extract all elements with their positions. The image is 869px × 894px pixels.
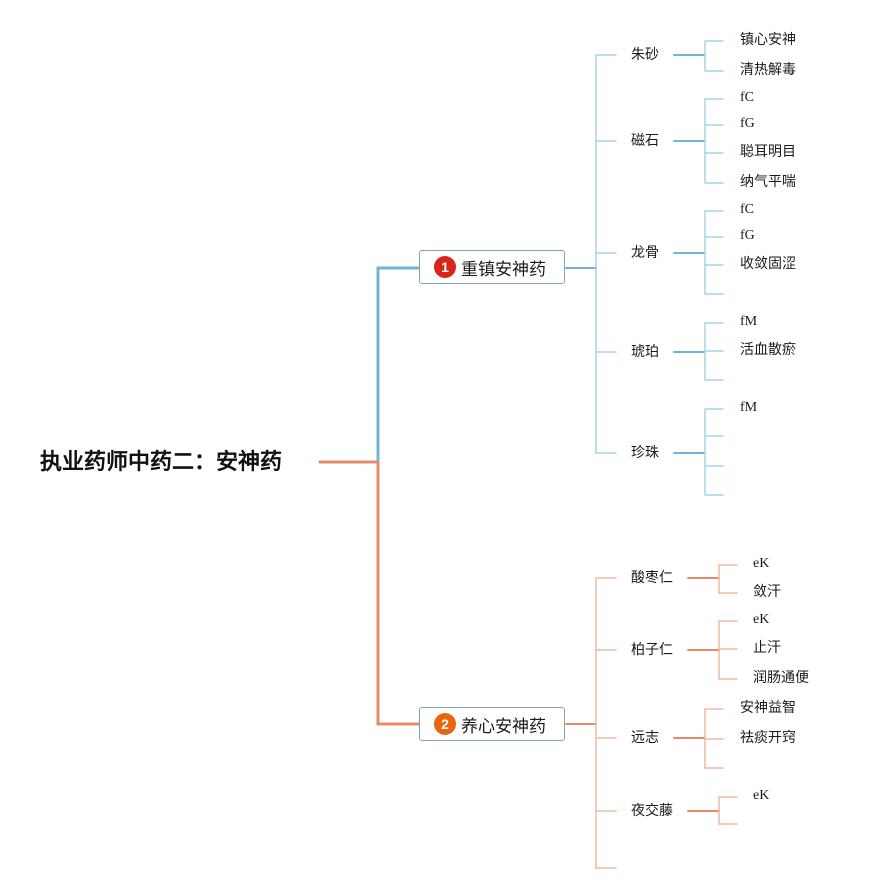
child-node[interactable]: 磁石: [631, 133, 659, 149]
leaf-node[interactable]: eK: [753, 788, 770, 803]
leaf-node[interactable]: 安神益智: [740, 700, 796, 716]
child-node[interactable]: 柏子仁: [631, 642, 673, 658]
leaf-node[interactable]: 活血散瘀: [740, 342, 796, 358]
leaf-node[interactable]: fG: [740, 228, 755, 243]
child-node[interactable]: 酸枣仁: [631, 570, 673, 586]
leaf-node[interactable]: fG: [740, 116, 755, 131]
leaf-node[interactable]: eK: [753, 612, 770, 627]
topic-label: 重镇安神药: [461, 259, 546, 280]
leaf-node[interactable]: 祛痰开窍: [740, 730, 796, 746]
topic-nourishing-sedative[interactable]: 2 养心安神药: [419, 707, 565, 741]
child-node[interactable]: 远志: [631, 730, 659, 746]
leaf-node[interactable]: 清热解毒: [740, 62, 796, 78]
leaf-node[interactable]: 镇心安神: [740, 32, 796, 48]
leaf-node[interactable]: 润肠通便: [753, 670, 809, 686]
root-title: 执业药师中药二：安神药: [40, 450, 283, 475]
child-node[interactable]: 珍珠: [631, 445, 659, 461]
leaf-node[interactable]: 止汗: [753, 640, 781, 656]
leaf-node[interactable]: 收敛固涩: [740, 256, 796, 272]
leaf-node[interactable]: fC: [740, 90, 754, 105]
child-node[interactable]: 朱砂: [631, 47, 659, 63]
topic-label: 养心安神药: [461, 716, 546, 737]
child-node[interactable]: 龙骨: [631, 245, 659, 261]
topic-heavy-sedative[interactable]: 1 重镇安神药: [419, 250, 565, 284]
child-node[interactable]: 夜交藤: [631, 803, 673, 819]
leaf-node[interactable]: fC: [740, 202, 754, 217]
leaf-node[interactable]: fM: [740, 400, 758, 415]
leaf-node[interactable]: 敛汗: [753, 584, 781, 600]
leaf-node[interactable]: 纳气平喘: [740, 174, 796, 190]
leaf-node[interactable]: fM: [740, 314, 758, 329]
leaf-node[interactable]: 聪耳明目: [740, 144, 796, 160]
number-badge-2: 2: [434, 713, 456, 735]
number-badge-1: 1: [434, 256, 456, 278]
child-node[interactable]: 琥珀: [631, 344, 659, 360]
leaf-node[interactable]: eK: [753, 556, 770, 571]
